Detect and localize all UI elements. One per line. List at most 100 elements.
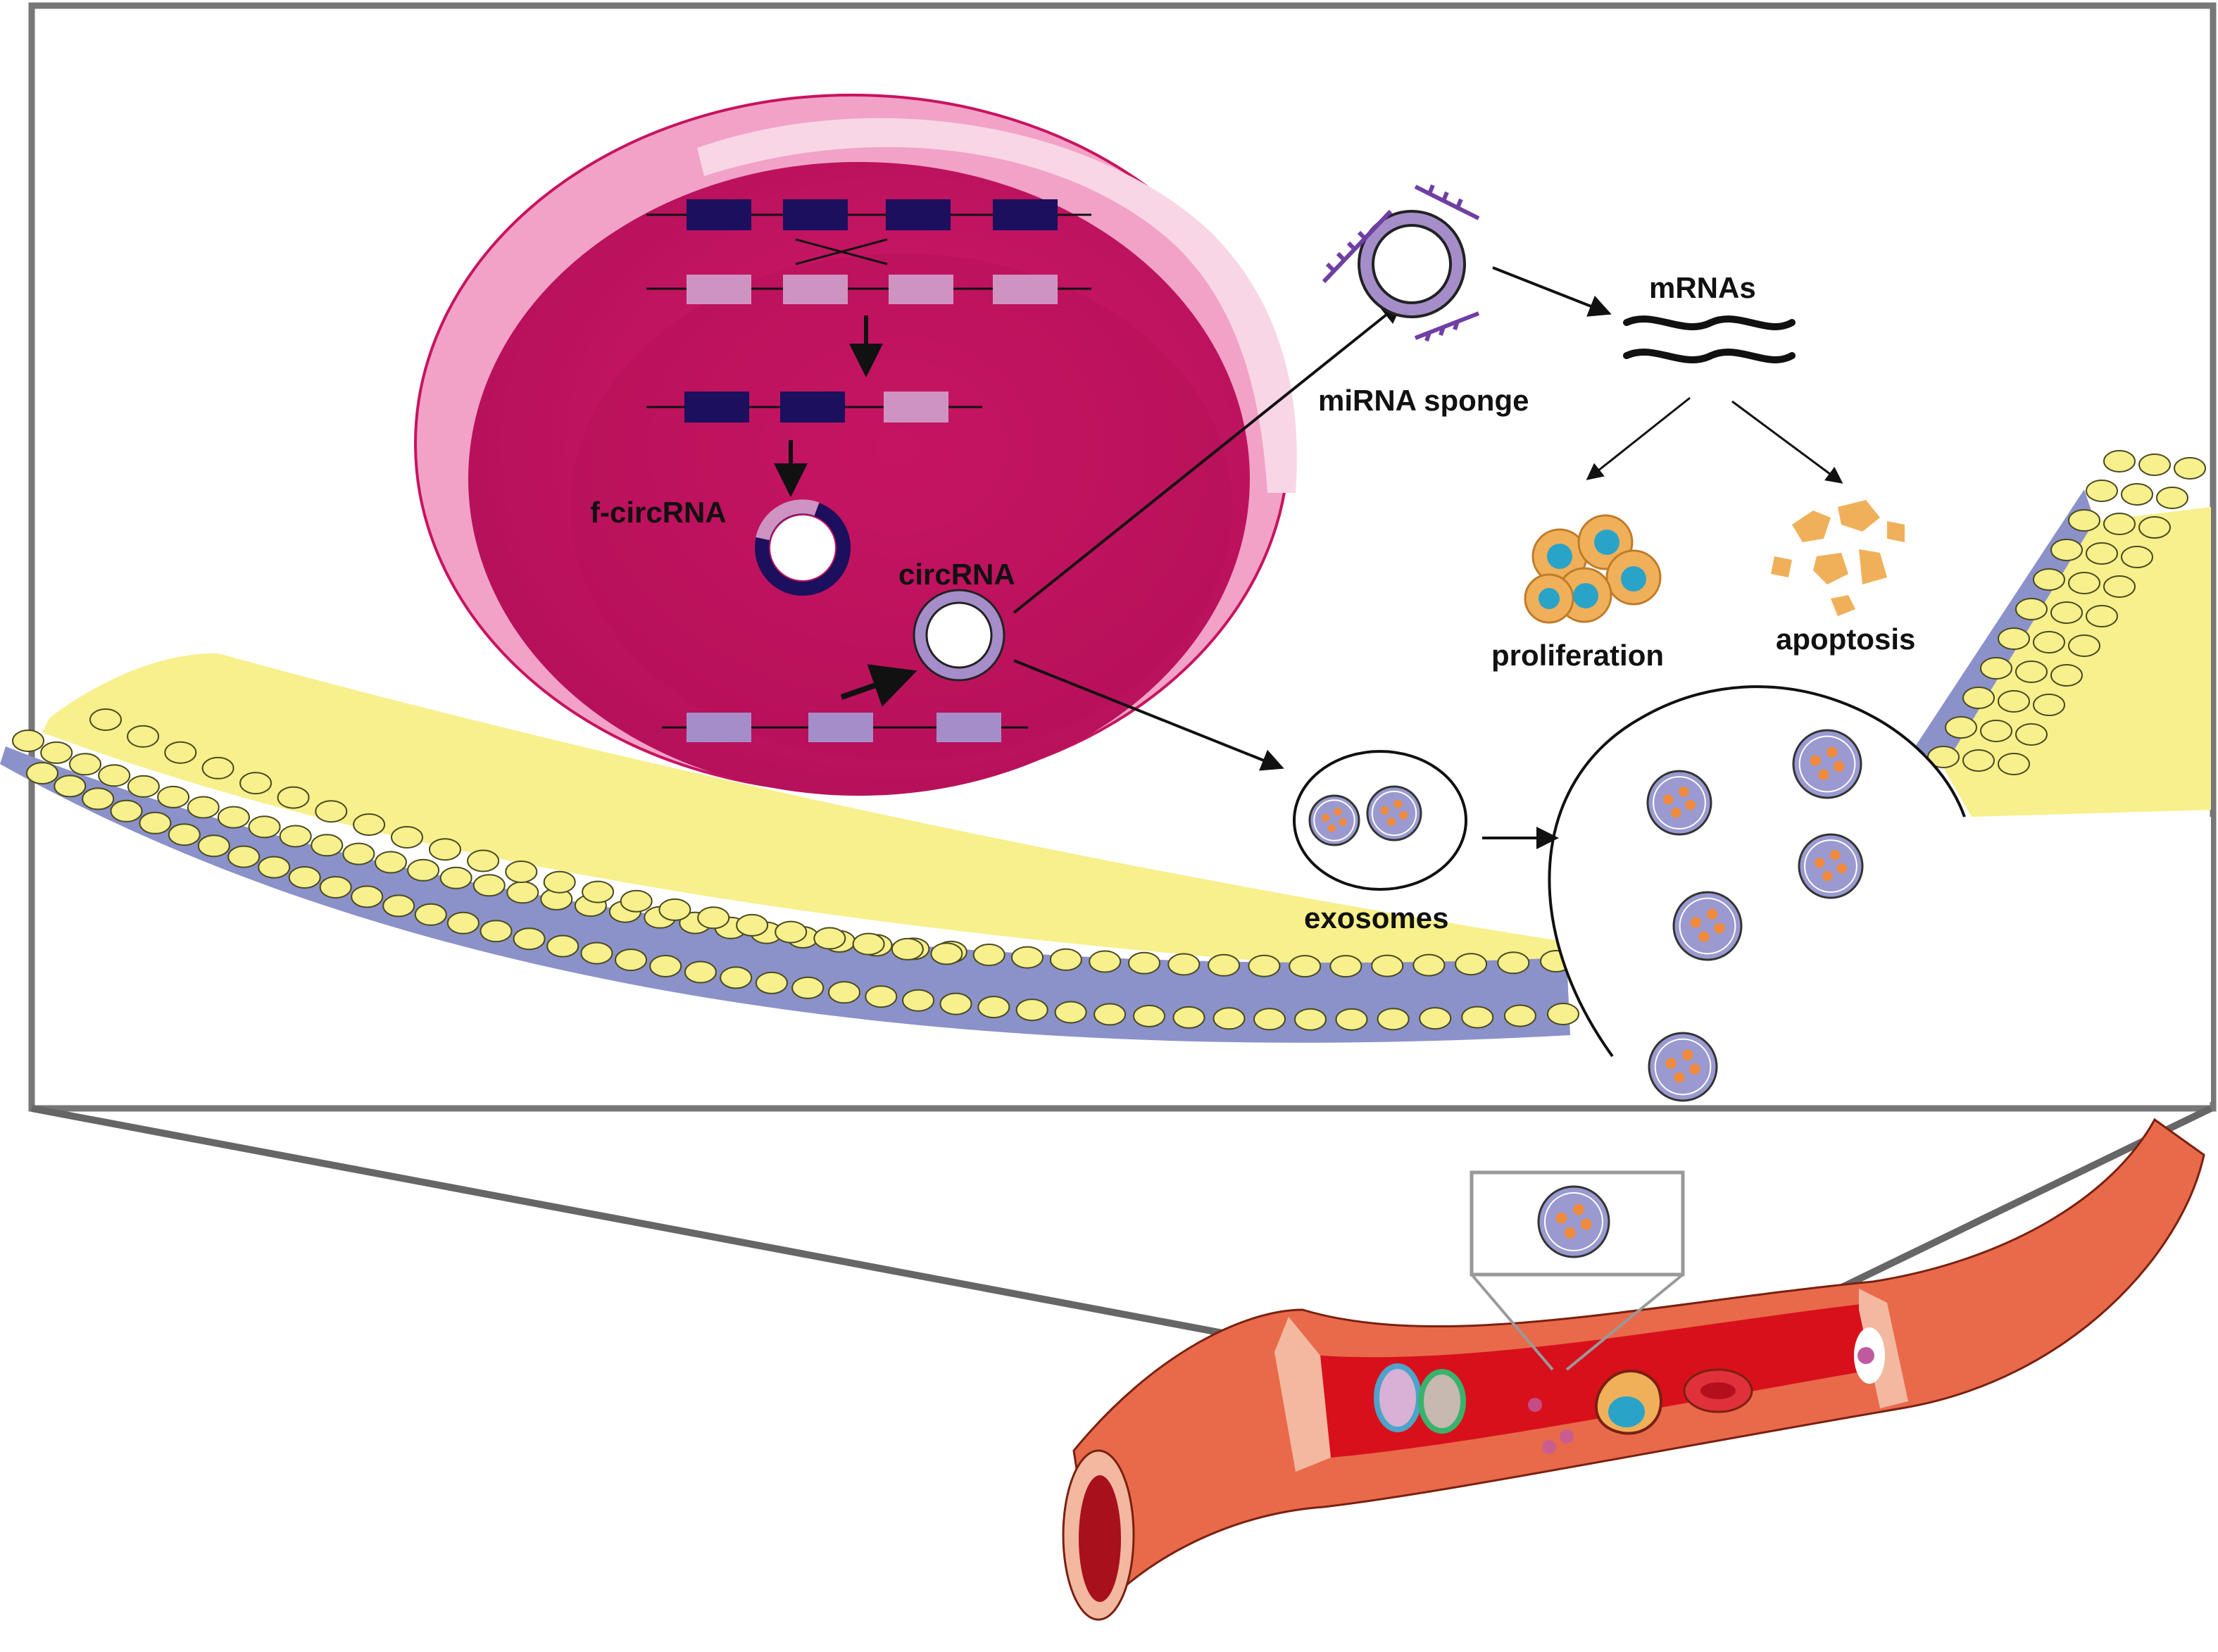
endothelial-bead <box>828 981 860 1004</box>
endothelial-bead <box>1054 1001 1087 1024</box>
endothelial-bead <box>54 775 87 798</box>
endothelial-bead <box>258 856 291 879</box>
endothelial-bead <box>1015 999 1048 1022</box>
endothelial-bead <box>1289 955 1322 978</box>
endothelial-bead <box>2086 542 2118 565</box>
endothelial-bead <box>197 834 230 858</box>
endothelial-bead <box>2050 539 2083 561</box>
endothelial-bead <box>382 894 415 918</box>
endothelial-bead <box>157 785 190 808</box>
inset-lines <box>1470 1273 1684 1371</box>
endothelial-bead <box>2033 694 2065 716</box>
arrow-icon <box>1492 266 1612 317</box>
mirna-strand-icon <box>1322 184 1480 342</box>
endothelial-bead <box>697 906 730 930</box>
apoptotic-fragments-icon <box>1771 500 1905 616</box>
endothelial-bead <box>582 880 615 903</box>
endothelial-bead <box>2068 634 2100 657</box>
endothelial-bead <box>2033 568 2065 591</box>
endothelial-bead <box>546 934 579 958</box>
endothelial-bead <box>164 741 197 764</box>
endothelial-bead <box>1335 1008 1368 1031</box>
zoom-frame <box>28 2 2217 1112</box>
arrow-icon <box>840 664 917 707</box>
endothelial-bead <box>2086 605 2118 627</box>
exosome-icon <box>1648 1032 1718 1102</box>
endothelial-bead <box>1998 627 2030 650</box>
endothelial-bead <box>1128 951 1160 975</box>
endothelial-bead <box>1455 953 1488 976</box>
endothelial-bead <box>1377 1008 1410 1031</box>
endothelial-bead <box>852 932 885 956</box>
yellow-layer-right <box>1943 507 2211 817</box>
endothelial-bead <box>977 996 1010 1019</box>
endothelial-bead <box>505 861 538 883</box>
endothelial-bead <box>375 851 407 874</box>
arrow-icon <box>1586 396 1691 480</box>
endothelial-bead <box>2121 546 2153 568</box>
endothelial-bead <box>311 834 344 857</box>
endothelial-bead <box>1945 716 1977 739</box>
exosome-icon <box>1366 785 1422 841</box>
endothelial-bead <box>1049 948 1082 971</box>
endothelial-bead <box>1980 720 2012 742</box>
mrnas-label: mRNAs <box>1649 271 1756 304</box>
endothelial-bead <box>649 955 682 977</box>
endothelial-bead <box>939 992 972 1015</box>
endothelial-bead <box>472 874 506 897</box>
endothelial-bead <box>187 796 220 819</box>
endothelial-bead <box>506 881 539 904</box>
vessel-lumen <box>1079 1475 1121 1602</box>
recipient-compartment <box>1548 685 1966 1058</box>
endothelium-left <box>0 653 1579 1043</box>
endothelial-bead <box>277 786 310 809</box>
endothelial-bead <box>1133 1004 1165 1027</box>
endothelial-bead <box>972 944 1005 966</box>
exosome-icon <box>1792 729 1862 799</box>
endothelial-bead <box>1962 687 1995 709</box>
membrane-highlight <box>697 118 1297 493</box>
blood-vessel <box>1062 1118 2205 1621</box>
endothelial-bead <box>439 866 472 889</box>
endothelial-bead <box>342 842 375 865</box>
endothelial-bead <box>391 826 423 849</box>
endothelial-bead <box>658 898 691 921</box>
yellow-layer <box>42 653 1577 982</box>
exosome-icon <box>1537 1185 1610 1258</box>
endothelial-bead <box>127 775 160 798</box>
endothelial-bead <box>736 913 769 937</box>
endothelial-bead <box>615 949 647 972</box>
endothelial-bead <box>865 985 898 1008</box>
endothelial-bead <box>902 989 935 1012</box>
endothelial-bead <box>2015 661 2048 683</box>
proliferating-cells-icon <box>1524 514 1662 624</box>
circrna-label: circRNA <box>898 558 1015 591</box>
endothelial-bead <box>1089 950 1122 973</box>
endothelial-bead <box>217 806 250 829</box>
endothelial-bead <box>110 799 143 822</box>
endothelial-bead <box>684 960 717 984</box>
endothelial-bead <box>930 942 963 965</box>
endothelial-bead <box>2121 483 2153 506</box>
endothelial-bead <box>239 772 272 795</box>
endothelial-bead <box>2050 664 2083 687</box>
endothelial-bead <box>1503 1004 1536 1027</box>
endothelial-bead <box>620 889 653 913</box>
endothelial-bead <box>69 753 101 776</box>
endothelial-bead <box>319 876 352 899</box>
endothelial-bead <box>2015 723 2048 746</box>
endothelial-bead <box>2086 480 2118 502</box>
endothelial-bead <box>26 762 58 784</box>
endothelial-bead <box>82 787 115 811</box>
exosomes-cluster <box>1293 750 1467 891</box>
f-circrna-ring <box>755 499 851 596</box>
mrna-wave-icon <box>1623 315 1796 363</box>
blood-cell-icon <box>1374 1327 1885 1454</box>
endothelial-bead <box>1998 753 2030 775</box>
endothelial-bead <box>1213 1007 1246 1030</box>
cell <box>414 94 1297 796</box>
endothelial-bead <box>2068 572 2100 594</box>
cell-inner-shade <box>570 254 1232 761</box>
endothelial-bead <box>1371 954 1404 977</box>
